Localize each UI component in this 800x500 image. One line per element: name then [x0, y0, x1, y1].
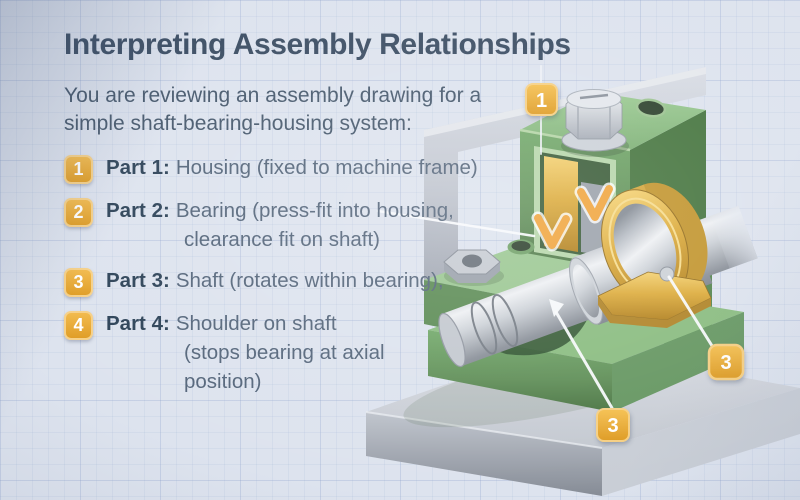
- part-description: Housing (fixed to machine frame): [175, 155, 478, 179]
- machine-frame-plate: [424, 67, 706, 302]
- bearing-press-fit-section: [544, 156, 578, 252]
- part-description-cont: (stops bearing at axial: [184, 340, 385, 364]
- part-label: Part 1:: [106, 155, 170, 179]
- counterbore-hole: [507, 239, 535, 255]
- leader-line-bearing-text: [376, 209, 536, 238]
- part-list-item: 1 Part 1:Housing (fixed to machine frame…: [64, 153, 534, 184]
- part-label: Part 3:: [106, 268, 170, 292]
- svg-text:3: 3: [607, 415, 618, 437]
- bearing: [597, 182, 712, 328]
- part-text: Part 3:Shaft (rotates within bearing),: [106, 266, 444, 297]
- part-description: Bearing (press-fit into housing,: [175, 198, 454, 222]
- shoulder-arrow: [574, 182, 616, 224]
- part-list-item: 2 Part 2:Bearing (press-fit into housing…: [64, 196, 534, 254]
- part-number-badge: 1: [64, 154, 93, 184]
- part-text: Part 4:Shoulder on shaft (stops bearing …: [106, 309, 385, 396]
- hex-nut: [443, 249, 504, 286]
- part-description: Shaft (rotates within bearing),: [175, 268, 444, 292]
- part-description: Shoulder on shaft: [175, 311, 337, 335]
- intro-line-1: You are reviewing an assembly drawing fo…: [64, 83, 482, 107]
- svg-text:1: 1: [536, 90, 547, 112]
- bolt-hole: [635, 98, 667, 118]
- part-number-badge: 2: [64, 197, 93, 227]
- part-label: Part 2:: [106, 198, 170, 222]
- callout-badge-shoulder: 3: [707, 343, 745, 381]
- part-text: Part 2:Bearing (press-fit into housing, …: [106, 196, 454, 254]
- leader-line-shoulder: [667, 275, 716, 351]
- part-list-item: 3 Part 3:Shaft (rotates within bearing),: [64, 266, 534, 297]
- part-number-badge: 4: [64, 310, 93, 340]
- leader-line-shaft: [549, 299, 614, 410]
- part-text: Part 1:Housing (fixed to machine frame): [106, 153, 478, 184]
- mounting-bolt: [561, 89, 629, 157]
- intro-line-2: simple shaft-bearing-housing system:: [64, 111, 412, 135]
- callout-badge-housing: 1: [525, 83, 558, 116]
- page-title: Interpreting Assembly Relationships: [64, 28, 571, 61]
- part-description-cont: position): [184, 369, 262, 393]
- part-number-badge: 3: [64, 267, 93, 297]
- part-list-item: 4 Part 4:Shoulder on shaft (stops bearin…: [64, 309, 534, 396]
- part-description-cont: clearance fit on shaft): [184, 227, 380, 251]
- text-panel: Interpreting Assembly Relationships You …: [64, 28, 571, 408]
- press-fit-arrow: [531, 211, 573, 252]
- svg-text:3: 3: [720, 352, 731, 374]
- parts-list: 1 Part 1:Housing (fixed to machine frame…: [64, 153, 534, 396]
- callout-badge-shaft: 3: [596, 408, 630, 442]
- part-label: Part 4:: [106, 311, 170, 335]
- intro-text: You are reviewing an assembly drawing fo…: [64, 82, 534, 138]
